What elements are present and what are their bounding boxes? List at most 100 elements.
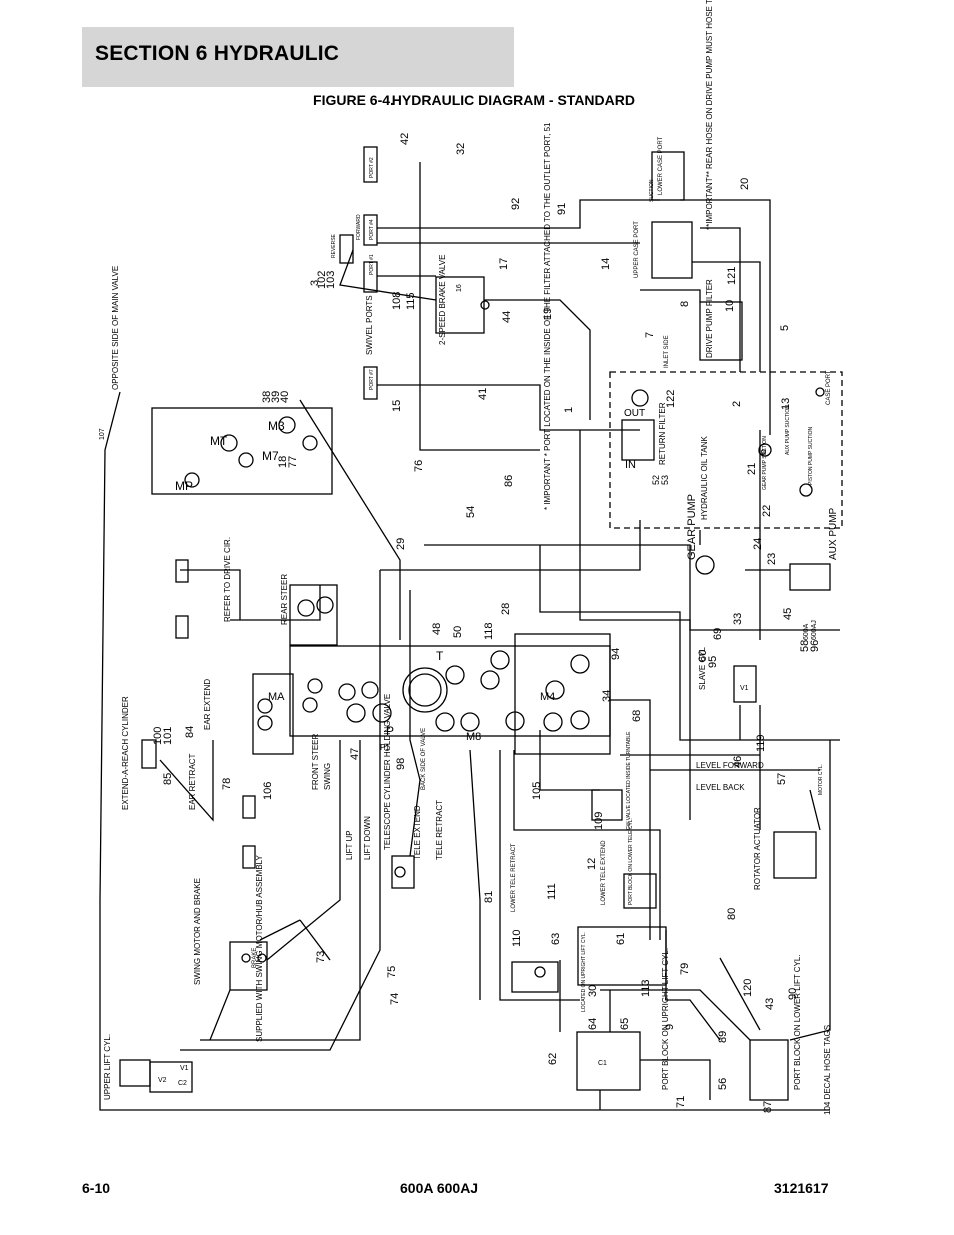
callout-19: 19 <box>542 308 554 320</box>
text-lower-tele-extend: LOWER TELE EXTEND <box>601 840 607 905</box>
text-forward: FORWARD <box>356 214 362 240</box>
callout-73: 73 <box>315 951 327 963</box>
port-reverse-box <box>339 234 354 264</box>
callout-56: 56 <box>717 1078 729 1090</box>
callout-71: 71 <box>675 1096 687 1108</box>
label-extend-reach: EXTEND-A-REACH CYLINDER <box>121 696 130 810</box>
label-slave-cyl: SLAVE CYL <box>698 646 707 690</box>
text-p: P <box>386 724 394 738</box>
callout-13: 13 <box>780 398 792 410</box>
callout-8: 8 <box>679 301 691 307</box>
swivel-port-d <box>242 845 256 869</box>
text-gear-suction: GEAR PUMP SUCTION <box>762 436 768 490</box>
label-brake-valve: 2-SPEED BRAKE VALVE <box>438 255 447 345</box>
label-rear-steer: REAR STEER <box>280 574 289 625</box>
label-swivel-ports-top: SWIVEL PORTS <box>365 295 374 355</box>
label-oil-tank: HYDRAULIC OIL TANK <box>700 435 709 520</box>
label-aux-pump: AUX PUMP <box>828 507 839 560</box>
callout-5: 5 <box>779 325 791 331</box>
port-2-box <box>363 146 378 183</box>
callout-103: 103 <box>325 271 337 289</box>
text-mp: MP <box>175 479 193 493</box>
callout-32: 32 <box>455 143 467 155</box>
callout-77: 77 <box>287 456 299 468</box>
text-tele-retract: TELE RETRACT <box>435 800 444 860</box>
hydraulic-lines <box>99 146 843 1111</box>
callout-76: 76 <box>413 460 425 472</box>
text-mt: MT <box>210 434 228 448</box>
callout-62: 62 <box>547 1053 559 1065</box>
section-title: SECTION 6 HYDRAULIC <box>95 42 340 65</box>
callout-113: 113 <box>640 979 652 997</box>
lower-lift-port-block <box>749 1039 789 1101</box>
label-level-forward: LEVEL FORWARD <box>696 761 764 770</box>
callout-106: 106 <box>262 782 274 800</box>
callout-92: 92 <box>510 198 522 210</box>
text-lift-up: LIFT UP <box>345 830 354 860</box>
section-header: SECTION 6 HYDRAULIC <box>82 27 514 87</box>
label-upper-lift: UPPER LIFT CYL. <box>103 1034 112 1100</box>
callout-23: 23 <box>766 553 778 565</box>
callout-21: 21 <box>746 463 758 475</box>
valve-ports <box>184 300 825 978</box>
text-reverse: REVERSE <box>331 233 337 258</box>
text-t: T <box>436 649 444 663</box>
main-valve-end <box>252 673 294 755</box>
text-v1: V1 <box>180 1065 189 1072</box>
footer-page-number: 6-10 <box>82 1180 111 1196</box>
upright-port-block <box>576 1031 641 1091</box>
callout-111: 111 <box>546 883 558 900</box>
text-ma: MA <box>268 691 285 703</box>
callout-43: 43 <box>764 998 776 1010</box>
label-gear-pump: GEAR PUMP <box>686 494 698 560</box>
label-opposite-side: OPPOSITE SIDE OF MAIN VALVE <box>111 266 120 390</box>
text-port-1: PORT #1 <box>369 254 375 275</box>
callout-53: 53 <box>660 475 670 485</box>
text-600aj: 600AJ <box>811 620 818 640</box>
located-upright-valve <box>511 961 559 993</box>
text-v2: V2 <box>158 1077 167 1084</box>
tele-holding-valve <box>391 855 415 889</box>
swivel-port-c <box>242 795 256 819</box>
callout-3: 3 <box>309 280 321 286</box>
callout-78: 78 <box>221 778 233 790</box>
text-port-7: PORT #7 <box>369 369 375 390</box>
callout-29: 29 <box>395 538 407 550</box>
callout-90: 90 <box>787 988 799 1000</box>
callout-40: 40 <box>279 391 291 403</box>
callout-69: 69 <box>712 628 724 640</box>
upper-case-port-box <box>651 221 693 279</box>
text-back-side: BACK SIDE OF VALVE <box>421 728 427 790</box>
callout-58: 58 <box>799 640 811 652</box>
text-front-steer: FRONT STEER <box>311 733 320 790</box>
return-filter-box <box>621 419 655 461</box>
callout-38: 38 <box>261 391 273 403</box>
slave-cyl-box <box>733 665 757 703</box>
callout-18: 18 <box>277 456 289 468</box>
footer-model: 600A 600AJ <box>400 1180 479 1196</box>
callout-46: 46 <box>732 756 744 768</box>
label-level-back: LEVEL BACK <box>696 783 745 792</box>
label-swing-motor: SWING MOTOR AND BRAKE <box>193 878 202 985</box>
text-suction: SUCTION <box>649 179 655 202</box>
port-7-box <box>363 366 378 400</box>
callout-47: 47 <box>349 748 361 760</box>
callout-91: 91 <box>556 203 568 215</box>
text-refer-drive: REFER TO DRIVE CIR. <box>223 537 232 622</box>
callout-84: 84 <box>184 726 196 738</box>
callout-20: 20 <box>739 178 751 190</box>
text-motor-cyl: MOTOR CYL. <box>818 764 824 795</box>
callout-87: 87 <box>762 1101 774 1113</box>
callout-102: 102 <box>316 271 328 289</box>
text-piston-suction: PISTON PUMP SUCTION <box>808 426 814 485</box>
callout-12: 12 <box>586 858 598 870</box>
text-out: OUT <box>624 408 645 419</box>
text-v1-slave: V1 <box>740 685 749 692</box>
label-drive-pump-filter: DRIVE PUMP FILTER <box>705 279 714 358</box>
text-m8: M8 <box>466 731 481 743</box>
callout-85: 85 <box>162 773 174 785</box>
callout-16: 16 <box>456 284 463 292</box>
callout-50: 50 <box>452 626 464 638</box>
callout-54: 54 <box>465 506 477 518</box>
diagram-labels: OPPOSITE SIDE OF MAIN VALVE HYDRAULIC OI… <box>103 0 839 1115</box>
